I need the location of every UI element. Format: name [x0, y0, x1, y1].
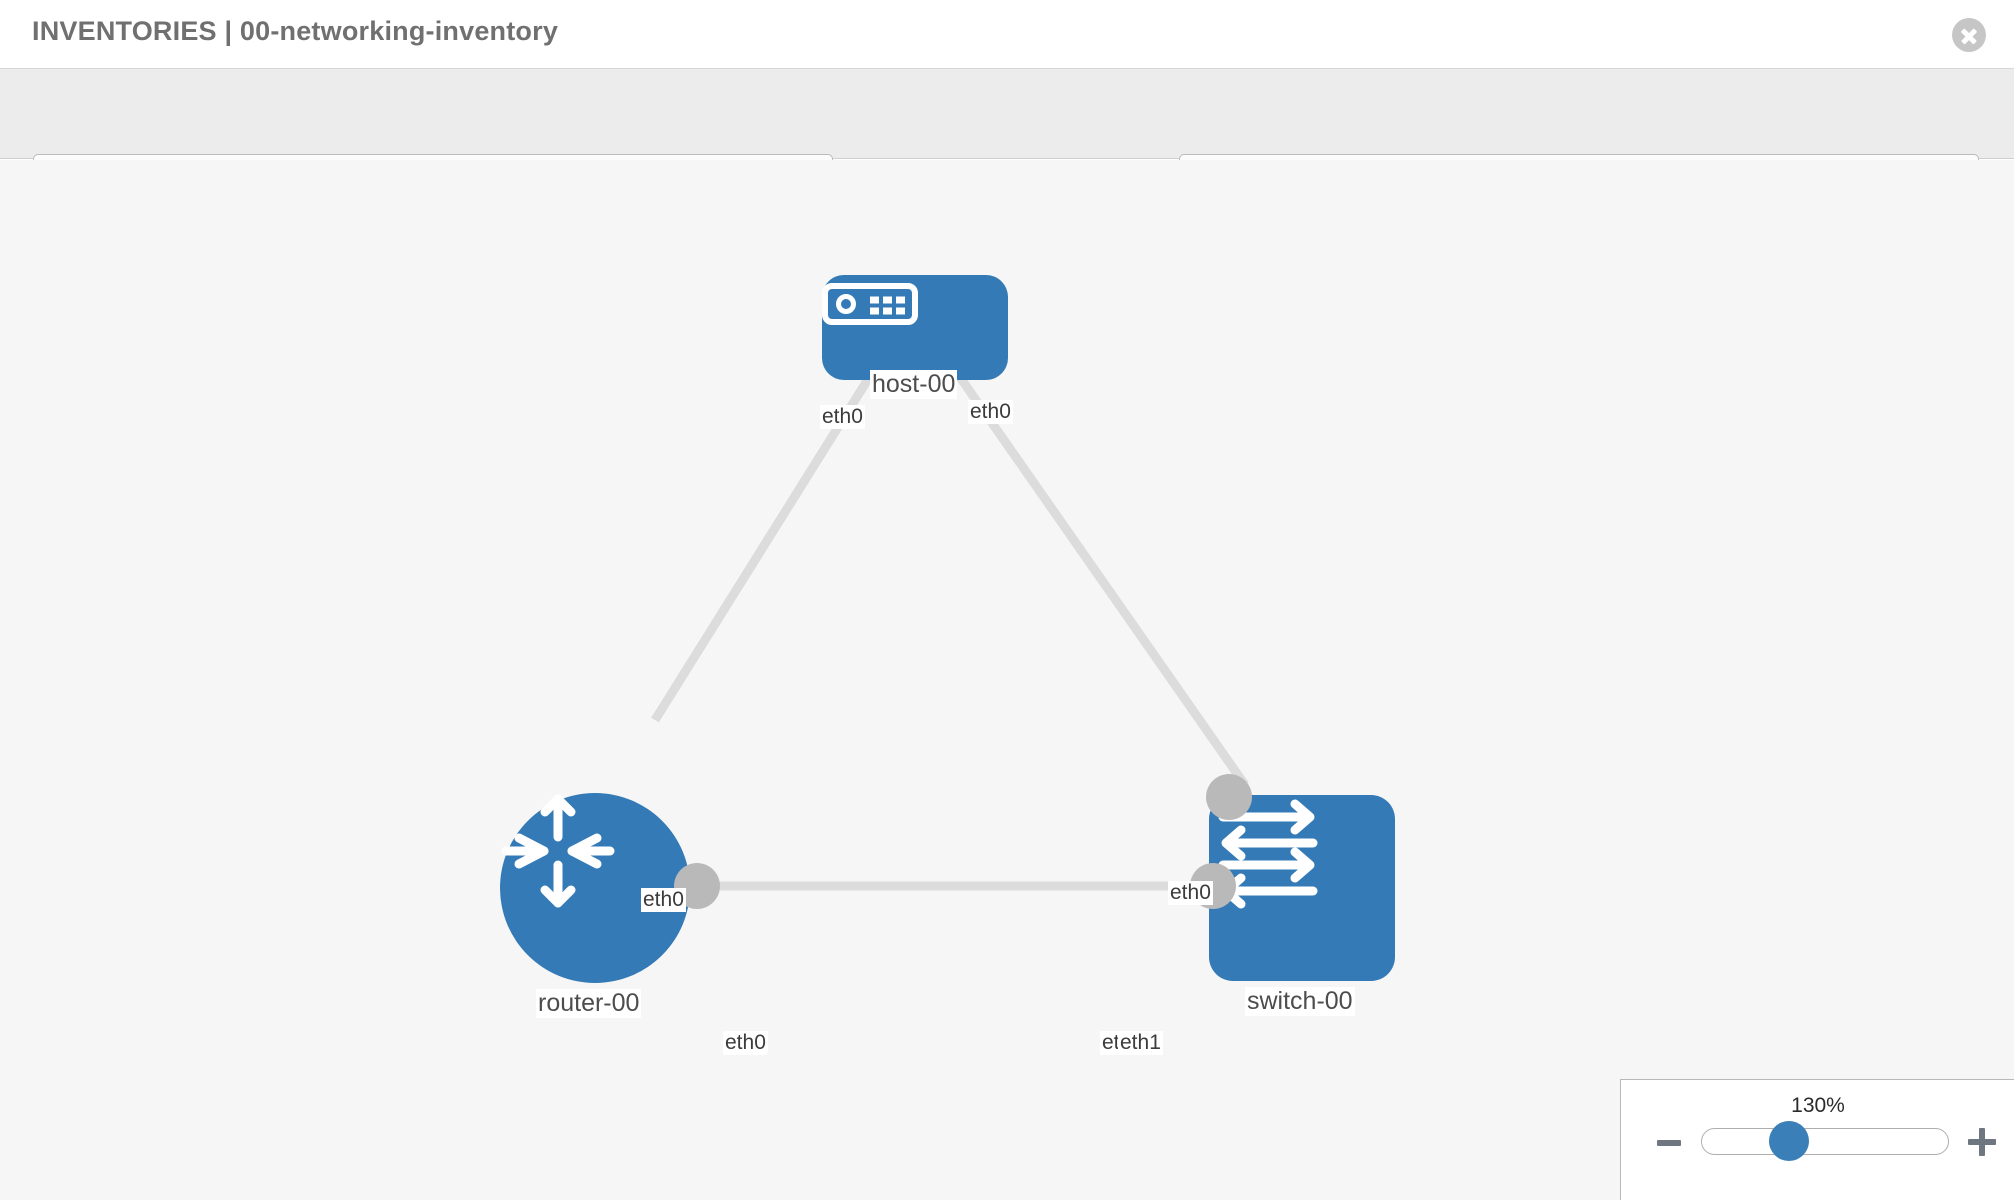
- plus-icon[interactable]: [1968, 1128, 1996, 1156]
- if-label-switch-router: eth1: [1118, 1031, 1163, 1055]
- router-arrows-icon: [501, 794, 615, 908]
- zoom-slider-thumb[interactable]: [1769, 1121, 1809, 1161]
- if-label-router-host: eth0: [641, 888, 686, 912]
- zoom-control-panel: 130%: [1620, 1079, 2014, 1200]
- close-icon[interactable]: [1952, 18, 1986, 52]
- link-host-switch[interactable]: [944, 357, 1249, 788]
- if-label-host-router: eth0: [820, 405, 865, 429]
- zoom-slider-track[interactable]: [1701, 1128, 1949, 1155]
- zoom-percent-label: 130%: [1791, 1094, 1845, 1117]
- node-switch-shape[interactable]: [1209, 795, 1395, 981]
- node-router-label: router-00: [536, 989, 642, 1018]
- endpoint-switch-eth0[interactable]: [1206, 774, 1252, 820]
- page-header: INVENTORIES | 00-networking-inventory: [0, 0, 2014, 69]
- node-switch-label: switch-00: [1245, 987, 1355, 1016]
- node-host-label: host-00: [870, 370, 958, 399]
- node-host-shape[interactable]: [822, 275, 1008, 380]
- toolbar: ACTIONS SEARCH: [0, 69, 2014, 207]
- if-label-switch-host: eth0: [1168, 881, 1213, 905]
- if-label-host-switch: eth0: [968, 400, 1013, 424]
- if-label-router-switch: eth0: [723, 1031, 768, 1055]
- topology-canvas[interactable]: host-00 router-00: [0, 160, 2014, 1200]
- server-icon: [822, 283, 918, 325]
- page-title: INVENTORIES | 00-networking-inventory: [32, 16, 559, 46]
- minus-icon[interactable]: [1657, 1140, 1681, 1146]
